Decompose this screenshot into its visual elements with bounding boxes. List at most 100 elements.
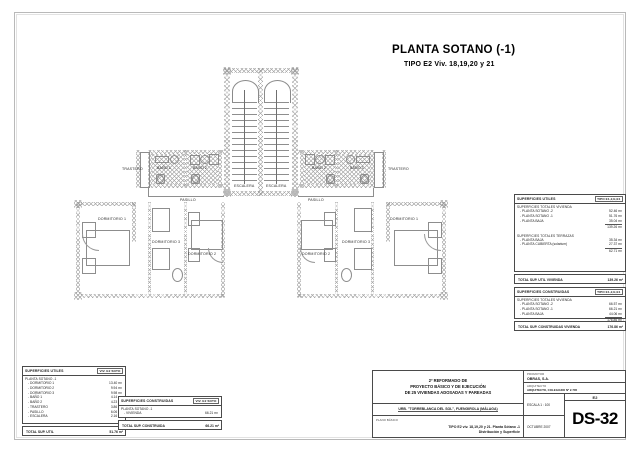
room-label-dormitorio3-left: DORMITORIO 3 — [152, 240, 181, 244]
table-row: - TRASTERO 3.86 m² — [23, 405, 125, 410]
row-label: - PLANTA BAJA — [520, 311, 544, 316]
row-label: - BAÑO 2 — [28, 400, 43, 405]
row-value: 35.04 m² — [608, 218, 622, 223]
promotor-label: PROMOTOR — [527, 372, 545, 376]
row-value: 2.16 m² — [110, 414, 122, 419]
table-row: - PLANTA SOTANO -2 66.57 m² — [515, 302, 625, 307]
room-label-bano1-left: BAÑO 1 — [157, 166, 172, 170]
title-block-left: 2º REFORMADO DE PROYECTO BÁSICO Y DE EJE… — [373, 371, 524, 437]
table-row: - PLANTA SOTANO -2 52.46 m² — [515, 209, 625, 214]
table-row: - BAÑO 1 4.14 m² — [23, 395, 125, 400]
table-subtotal-row: 176.86 m² — [515, 318, 625, 323]
row-label: - PLANTA BAJA — [520, 218, 544, 223]
room-label-trastero-left: TRASTERO — [122, 167, 143, 171]
project-location: URB. "TORREBLANCA DEL SOL", FUENGIROLA (… — [373, 404, 523, 416]
row-value: 9.98 m² — [110, 390, 122, 395]
row-label: - PLANTA BAJA — [520, 237, 544, 242]
subtotal-value: 62.71 m² — [608, 248, 622, 253]
row-label: - PLANTA CUBIERTA (solarium) — [520, 242, 568, 247]
arquitecto-value: ARQUITECTO, COLEGIADO Nº 2.735 — [527, 388, 578, 392]
total-value: 66.21 m² — [205, 424, 219, 428]
table-superficies-utiles-planta: SUPERFICIES UTILES VIV. E2 SOTO PLANTA S… — [22, 366, 126, 424]
table-title: SUPERFICIES UTILES — [517, 197, 556, 201]
total-row: TOTAL SUP. UTIL 51.76 m² — [23, 427, 125, 437]
room-label-bano2-right: BAÑO 2 — [312, 166, 327, 170]
total-label: TOTAL SUP. CONSTRUIDAS VIVIENDA — [518, 325, 581, 329]
row-label: - PLANTA SOTANO -1 — [520, 306, 553, 311]
table-header: SUPERFICIES UTILES VIV. E2 SOTO — [23, 367, 125, 376]
page-subtitle: TIPO E2 Viv. 18,19,20 y 21 — [404, 61, 495, 68]
row-value: 51.76 m² — [608, 213, 622, 218]
table-section-label: SUPERFICIES TOTALES TERRAZAS — [517, 233, 574, 238]
room-label-pasillo-left: PASILLO — [180, 198, 196, 202]
table-row: - DORMITORIO 3 9.98 m² — [23, 391, 125, 396]
promotor-field: PROMOTOR OBRAS, S.A. — [524, 371, 625, 383]
fecha-field: OCTUBRE 2007 — [524, 416, 564, 437]
table-row: - PLANTA SOTANO -1 51.76 m² — [515, 214, 625, 219]
escala-field: ESCALA 1 : 100 — [524, 394, 564, 416]
table-section-label: SUPERFICIES TOTALES VIVIENDA — [517, 205, 572, 209]
room-label-trastero-right: TRASTERO — [388, 167, 409, 171]
room-label-bano2-left: BAÑO 2 — [193, 166, 208, 170]
table-type-tag: TIPO E1,2,E,E1 — [594, 196, 623, 202]
total-row: TOTAL SUP. CONSTRUIDA 66.21 m² — [119, 421, 221, 431]
table-title: SUPERFICIES UTILES — [25, 369, 64, 373]
row-value: 66.57 m² — [608, 302, 622, 306]
row-value: 4.14 m² — [110, 395, 122, 400]
table-row: - PASILLO 6.06 m² — [23, 410, 125, 415]
project-title: 2º REFORMADO DE PROYECTO BÁSICO Y DE EJE… — [373, 371, 523, 404]
table-row: - PLANTA BAJA 35.34 m² — [515, 238, 625, 243]
row-value: 66.21 m² — [204, 411, 218, 415]
room-label-pasillo-right: PASILLO — [308, 198, 324, 202]
plano-section: PLANO BÁSICO TIPO E2 viv. 18,19,20 y 21.… — [373, 416, 523, 437]
arquitecto-label: ARQUITECTO — [527, 383, 547, 388]
table-section-label: PLANTA SOTANO -1 — [25, 377, 57, 381]
fecha-value: OCTUBRE 2007 — [527, 424, 551, 429]
row-label: - PLANTA SOTANO -1 — [520, 213, 553, 218]
table-row: - DORMITORIO 2 9.94 m² — [23, 386, 125, 391]
room-label-dormitorio3-right: DORMITORIO 3 — [342, 240, 371, 244]
room-label-escalera-left: ESCALERA — [234, 184, 255, 188]
arquitecto-field: ARQUITECTO ARQUITECTO, COLEGIADO Nº 2.73… — [524, 383, 625, 394]
total-value: 139.26 m² — [607, 278, 623, 282]
row-label: - BAÑO 1 — [28, 395, 43, 400]
table-superficies-construidas-vivienda: SUPERFICIES CONSTRUIDAS TIPO E1,2,E,E1 S… — [514, 287, 626, 322]
row-value: 9.94 m² — [110, 385, 122, 390]
table-row: - PLANTA BAJA 44.06 m² — [515, 312, 625, 317]
project-line-1: 2º REFORMADO DE — [428, 377, 468, 383]
room-label-dormitorio1-left: DORMITORIO 1 — [98, 217, 127, 221]
room-label-escalera-right: ESCALERA — [266, 184, 287, 188]
row-label: - ESCALERA — [28, 414, 48, 419]
table-subtotal-row: 62.71 m² — [515, 249, 625, 254]
row-label: - PLANTA SOTANO -2 — [520, 302, 553, 306]
title-block: 2º REFORMADO DE PROYECTO BÁSICO Y DE EJE… — [372, 370, 626, 438]
row-value: 27.37 m² — [608, 242, 622, 247]
total-label: TOTAL SUP. UTIL VIVIENDA — [518, 278, 563, 282]
row-value: 35.34 m² — [608, 237, 622, 242]
table-title: SUPERFICIES CONSTRUIDAS — [121, 399, 174, 403]
sheet-number: DS-32 — [572, 409, 618, 428]
row-value: 4.23 m² — [110, 400, 122, 405]
table-superficies-utiles-vivienda: SUPERFICIES UTILES TIPO E1,2,E,E1 SUPERF… — [514, 194, 626, 272]
row-label: - PASILLO — [28, 409, 44, 414]
row-value: 13.40 m² — [108, 381, 122, 385]
row-value: 6.06 m² — [110, 409, 122, 414]
row-label: - DORMITORIO 2 — [28, 385, 55, 390]
table-superficies-construidas-planta: SUPERFICIES CONSTRUIDAS VIV. E2 SOTO PLA… — [118, 396, 222, 418]
table-header: SUPERFICIES CONSTRUIDAS VIV. E2 SOTO — [119, 397, 221, 406]
total-label: TOTAL SUP. CONSTRUIDA — [122, 424, 165, 428]
total-label: TOTAL SUP. UTIL — [26, 430, 54, 434]
floor-plan-drawing: ESCALERA ESCALERA BAÑO 1 BAÑO 2 TRASTERO… — [60, 62, 460, 302]
row-value: 44.06 m² — [608, 311, 622, 316]
table-section-label: PLANTA SOTANO -1 — [121, 407, 153, 411]
table-row: - PLANTA CUBIERTA (solarium) 27.37 m² — [515, 242, 625, 247]
plano-line-2: Distribución y Superficie — [478, 430, 520, 435]
room-label-bano1-right: BAÑO 1 — [350, 166, 365, 170]
stair-arch-left — [232, 80, 259, 103]
table-type-tag: VIV. E2 SOTO — [193, 398, 219, 404]
table-type-tag: VIV. E2 SOTO — [97, 368, 123, 374]
location-text: URB. "TORREBLANCA DEL SOL", FUENGIROLA (… — [398, 406, 498, 413]
plano-line-1: TIPO E2 viv. 18,19,20 y 21. Planta Sótan… — [448, 424, 520, 429]
subtotal-value: 176.86 m² — [607, 317, 622, 322]
